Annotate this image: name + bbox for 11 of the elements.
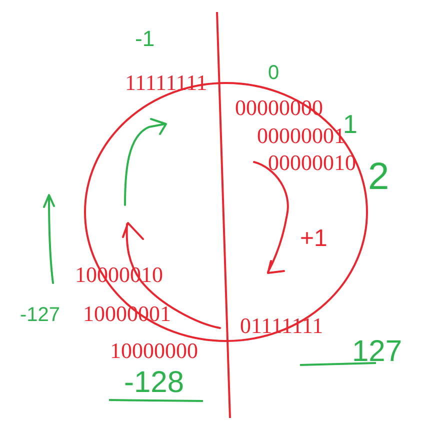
handwritten-number: -128 [124, 368, 184, 398]
handwritten-number: 2 [368, 158, 390, 196]
handwritten-number: -1 [135, 28, 155, 50]
binary-value: 00000010 [268, 152, 356, 174]
handwritten-number: 0 [268, 63, 280, 83]
handwritten-annotation: +1 [300, 227, 328, 251]
handwritten-number: 1 [343, 111, 358, 137]
binary-value: 10000000 [110, 340, 198, 362]
binary-value: 11111111 [125, 72, 208, 94]
handwritten-number: -127 [20, 305, 60, 325]
handwritten-number: 127 [352, 337, 402, 367]
